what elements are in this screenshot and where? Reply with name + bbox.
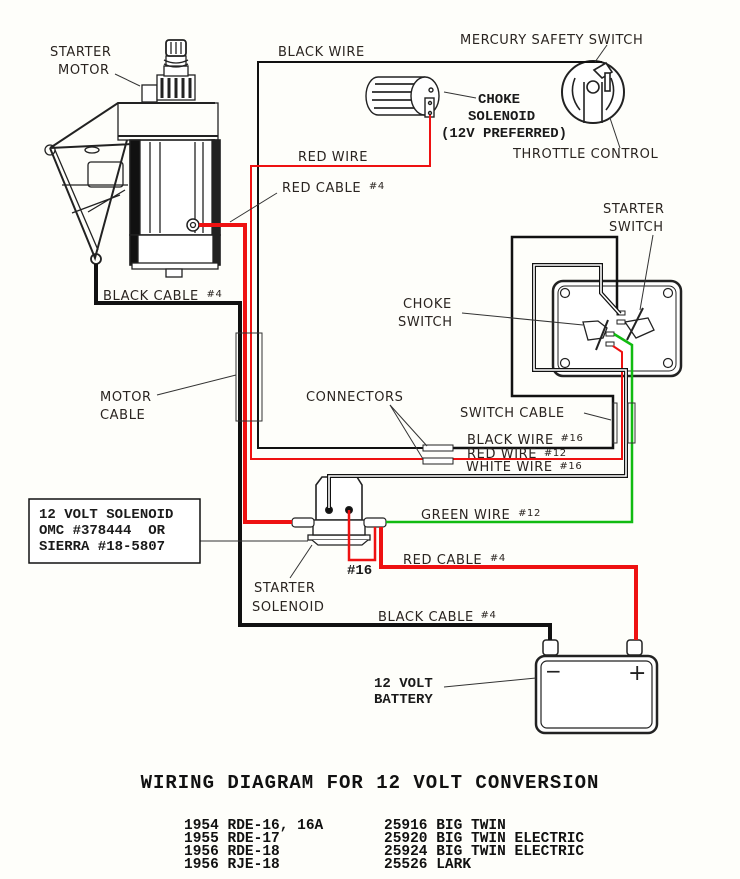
label-battery-2: BATTERY: [374, 692, 433, 708]
callout-line-2: OMC #378444 OR: [39, 523, 166, 539]
connectors: [422, 444, 454, 465]
label-switch-cable: SWITCH CABLE: [460, 406, 565, 421]
label-black-cable-battery-text: BLACK CABLE: [378, 610, 474, 625]
label-choke-solenoid-1: CHOKE: [478, 92, 520, 108]
label-white-wire-16-gauge: #16: [559, 461, 582, 472]
callout-line-3: SIERRA #18-5807: [39, 539, 165, 555]
model-left-1: 1954 RDE-16, 16A: [184, 818, 324, 834]
label-starter-motor-1: STARTER: [50, 45, 112, 60]
label-black-cable-battery: BLACK CABLE #4: [378, 610, 497, 625]
connector-red: [422, 457, 454, 465]
white-wire-16-inner: [328, 264, 627, 508]
label-choke-solenoid-3: (12V PREFERRED): [441, 126, 567, 142]
label-choke-switch-1: CHOKE: [403, 297, 452, 312]
label-motor-cable-1: MOTOR: [100, 390, 152, 405]
label-black-cable-motor-gauge: #4: [207, 289, 223, 300]
starter-solenoid: [291, 476, 387, 546]
label-red-cable-battery-gauge: #4: [490, 553, 506, 564]
starter-motor: [44, 39, 221, 278]
callout-line-1: 12 VOLT SOLENOID: [39, 507, 173, 523]
label-black-wire-16-gauge: #16: [561, 433, 584, 444]
label-green-wire-12-gauge: #12: [518, 508, 541, 519]
label-red-cable-top-gauge: #4: [369, 181, 385, 192]
model-left-3: 1956 RDE-18: [184, 844, 280, 860]
switch-panel: [551, 279, 683, 378]
label-connectors: CONNECTORS: [306, 390, 404, 405]
label-red-cable-battery: RED CABLE #4: [403, 553, 506, 568]
model-right-4: 25526 LARK: [384, 857, 471, 873]
model-list-right: 25916 BIG TWIN 25920 BIG TWIN ELECTRIC 2…: [384, 818, 584, 873]
red-wire-choke: [250, 115, 431, 460]
green-wire-12: [386, 332, 634, 524]
model-list-left: 1954 RDE-16, 16A 1955 RDE-17 1956 RDE-18…: [184, 818, 324, 873]
battery-minus-sign: −: [545, 659, 562, 683]
choke-solenoid: [365, 76, 440, 118]
red-cable-battery: [379, 527, 638, 640]
label-black-cable-motor-text: BLACK CABLE: [103, 289, 199, 304]
label-white-wire-16: WHITE WIRE #16: [466, 460, 582, 475]
label-red-wire-top: RED WIRE: [298, 150, 368, 165]
label-motor-cable-2: CABLE: [100, 408, 145, 423]
label-white-wire-16-text: WHITE WIRE: [466, 460, 553, 475]
motor-cable-sleeve: [235, 332, 263, 422]
label-starter-solenoid-1: STARTER: [254, 581, 316, 596]
label-jumper-16: #16: [347, 563, 372, 579]
label-black-wire-16-text: BLACK WIRE: [467, 433, 554, 448]
label-choke-switch-2: SWITCH: [398, 315, 453, 330]
throttle-control: [561, 60, 625, 124]
label-choke-solenoid-2: SOLENOID: [468, 109, 535, 125]
model-left-4: 1956 RJE-18: [184, 857, 280, 873]
label-red-cable-battery-text: RED CABLE: [403, 553, 482, 568]
model-right-2: 25920 BIG TWIN ELECTRIC: [384, 831, 584, 847]
label-red-cable-top: RED CABLE #4: [282, 181, 385, 196]
solenoid-part-callout: 12 VOLT SOLENOID OMC #378444 OR SIERRA #…: [28, 498, 201, 564]
label-black-wire-top: BLACK WIRE: [278, 45, 365, 60]
label-black-cable-motor: BLACK CABLE #4: [103, 289, 223, 304]
label-starter-motor-2: MOTOR: [58, 63, 110, 78]
label-green-wire-12: GREEN WIRE #12: [421, 508, 541, 523]
label-throttle-control: THROTTLE CONTROL: [512, 147, 658, 162]
label-red-wire-12-text: RED WIRE: [467, 447, 537, 462]
battery-plus-sign: +: [628, 661, 646, 686]
label-starter-switch-1: STARTER: [603, 202, 665, 217]
label-green-wire-12-text: GREEN WIRE: [421, 508, 510, 523]
black-wire-safety: [257, 61, 602, 449]
switch-cable-sleeve-right: [627, 402, 636, 444]
model-right-1: 25916 BIG TWIN: [384, 818, 506, 834]
label-battery-1: 12 VOLT: [374, 676, 433, 692]
switch-cable-sleeve-left: [612, 402, 618, 444]
label-starter-solenoid-2: SOLENOID: [252, 600, 325, 615]
red-cable-motor: [199, 223, 292, 524]
connector-black: [422, 444, 454, 452]
black-wire-16: [445, 235, 619, 450]
jumper-16: [347, 510, 377, 562]
wires: [94, 61, 638, 640]
label-black-cable-battery-gauge: #4: [481, 610, 497, 621]
model-right-3: 25924 BIG TWIN ELECTRIC: [384, 844, 584, 860]
label-black-wire-16: BLACK WIRE #16: [467, 433, 583, 448]
red-wire-12: [445, 345, 623, 460]
model-left-2: 1955 RDE-17: [184, 831, 280, 847]
black-cable-motor: [94, 264, 552, 640]
label-red-wire-12-gauge: #12: [544, 448, 567, 459]
leader-lines: [114, 44, 654, 688]
label-starter-switch-2: SWITCH: [609, 220, 664, 235]
label-red-wire-12: RED WIRE #12: [467, 447, 567, 462]
battery: [534, 639, 659, 735]
diagram-title: WIRING DIAGRAM FOR 12 VOLT CONVERSION: [141, 772, 600, 794]
label-red-cable-top-text: RED CABLE: [282, 181, 361, 196]
label-mercury-safety-switch: MERCURY SAFETY SWITCH: [460, 33, 643, 48]
